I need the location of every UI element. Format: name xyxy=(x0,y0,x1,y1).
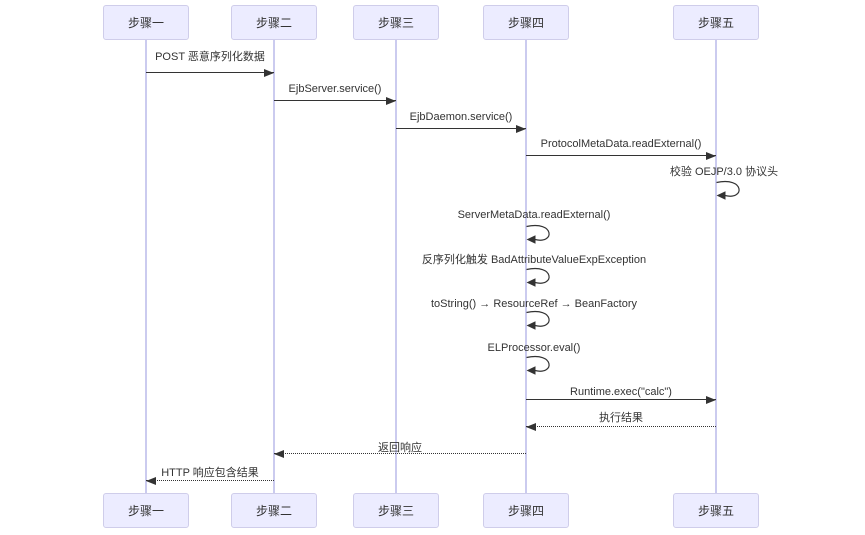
message-line xyxy=(526,399,716,400)
actor-box-top-3: 步骤三 xyxy=(353,5,439,40)
message-line xyxy=(274,100,396,101)
actor-box-top-4: 步骤四 xyxy=(483,5,569,40)
message-line xyxy=(146,480,274,481)
actor-box-top-5: 步骤五 xyxy=(673,5,759,40)
message-line xyxy=(274,453,526,454)
arrowhead-icon xyxy=(274,449,284,458)
self-message-arrow xyxy=(715,180,740,200)
actor-box-bottom-5: 步骤五 xyxy=(673,493,759,528)
message-line xyxy=(526,155,716,156)
message-label: Runtime.exec("calc") xyxy=(570,386,672,398)
message-label: 执行结果 xyxy=(599,412,643,424)
message-label: ServerMetaData.readExternal() xyxy=(457,209,611,221)
actor-lifeline-1 xyxy=(145,40,147,493)
actor-lifeline-3 xyxy=(395,40,397,493)
message-label: EjbServer.service() xyxy=(288,83,382,95)
actor-lifeline-4 xyxy=(525,40,527,493)
message-label: EjbDaemon.service() xyxy=(409,111,513,123)
actor-box-bottom-4: 步骤四 xyxy=(483,493,569,528)
actor-box-bottom-2: 步骤二 xyxy=(231,493,317,528)
arrowhead-icon xyxy=(386,96,396,105)
arrowhead-icon xyxy=(706,151,716,160)
message-label: ELProcessor.eval() xyxy=(487,342,581,354)
actor-lifeline-5 xyxy=(715,40,717,493)
message-label: toString() → ResourceRef → BeanFactory xyxy=(430,298,638,310)
message-line xyxy=(396,128,526,129)
self-message-arrow xyxy=(525,267,550,287)
actor-box-top-2: 步骤二 xyxy=(231,5,317,40)
actor-box-bottom-1: 步骤一 xyxy=(103,493,189,528)
message-label: POST 恶意序列化数据 xyxy=(155,51,265,63)
arrowhead-icon xyxy=(706,395,716,404)
arrowhead-icon xyxy=(516,124,526,133)
message-label: HTTP 响应包含结果 xyxy=(161,467,259,479)
arrowhead-icon xyxy=(526,422,536,431)
arrowhead-icon xyxy=(264,68,274,77)
message-line xyxy=(526,426,716,427)
actor-lifeline-2 xyxy=(273,40,275,493)
message-label: 返回响应 xyxy=(378,442,422,454)
message-label: 反序列化触发 BadAttributeValueExpException xyxy=(421,254,647,266)
self-message-arrow xyxy=(525,224,550,244)
self-message-arrow xyxy=(525,310,550,330)
actor-box-bottom-3: 步骤三 xyxy=(353,493,439,528)
message-label: ProtocolMetaData.readExternal() xyxy=(540,138,702,150)
message-label: 校验 OEJP/3.0 协议头 xyxy=(669,166,779,178)
self-message-arrow xyxy=(525,355,550,375)
actor-box-top-1: 步骤一 xyxy=(103,5,189,40)
arrowhead-icon xyxy=(146,476,156,485)
message-line xyxy=(146,72,274,73)
